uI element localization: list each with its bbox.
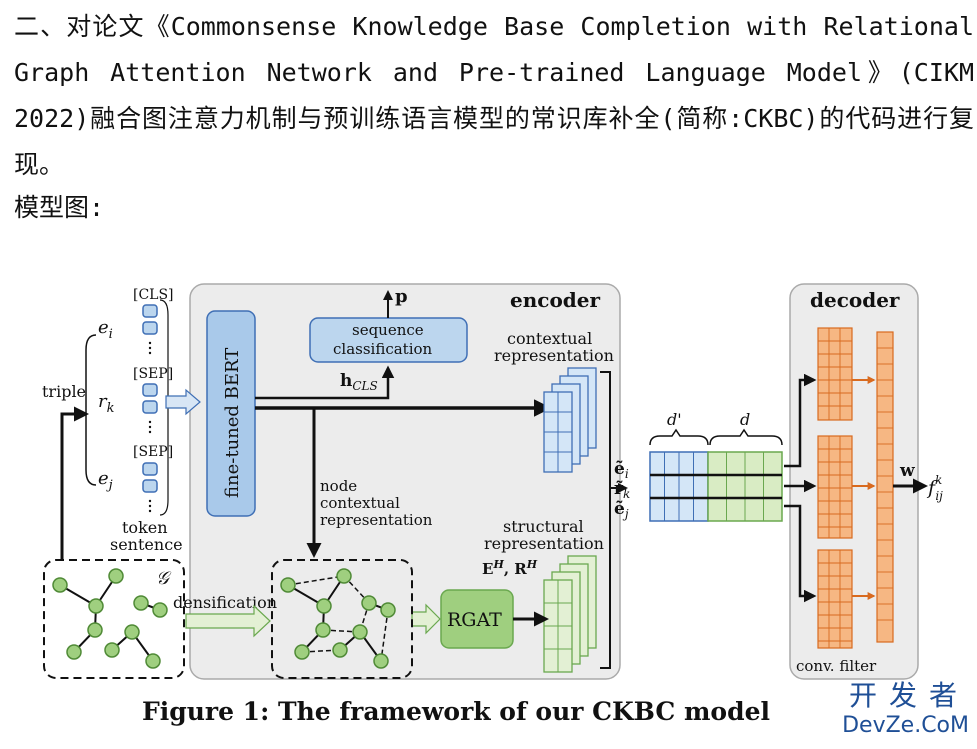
- seq-class-line1: sequence: [352, 321, 424, 339]
- watermark-en: DevZe.CoM: [842, 713, 969, 738]
- conv-filter-label: conv. filter: [796, 657, 877, 675]
- figure-label: 模型图:: [14, 193, 105, 222]
- tilde-ej: ẽj: [614, 499, 629, 521]
- d-prime-brace: [649, 428, 709, 446]
- cls-token: [CLS]: [133, 287, 174, 303]
- rk-label: rk: [98, 391, 115, 416]
- d-label: d: [740, 410, 750, 429]
- encoder-panel: [189, 283, 621, 680]
- node-line3: representation: [320, 511, 433, 529]
- intro-text: 二、对论文《Commonsense Knowledge Base Complet…: [14, 12, 974, 179]
- emb-to-dec-arrow-1: [784, 373, 817, 468]
- sep-token-1: [SEP]: [133, 366, 173, 382]
- structural-line1: structural: [503, 517, 584, 536]
- decoder-title: decoder: [810, 288, 900, 312]
- structural-line2: representation: [484, 534, 604, 553]
- conv-filter-2: [817, 435, 853, 539]
- ei-label: ei: [98, 317, 113, 342]
- token-sentence-2: sentence: [110, 535, 183, 554]
- node-line1: node: [320, 477, 357, 495]
- token-to-bert-arrow: [165, 388, 201, 416]
- graph-g-symbol: 𝒢: [156, 568, 172, 589]
- triple-brace: [85, 334, 97, 486]
- conv-filter-grid: [818, 328, 852, 648]
- encoder-title: encoder: [510, 288, 600, 312]
- tilde-ei: ẽi: [614, 459, 629, 481]
- emb-to-dec-arrow-3: [784, 504, 817, 603]
- p-label: p: [395, 286, 408, 307]
- structural-stack: [543, 555, 597, 673]
- token-sentence-1: token: [122, 518, 168, 537]
- contextual-grid: [544, 392, 572, 472]
- figure-caption: Figure 1: The framework of our CKBC mode…: [142, 697, 770, 726]
- bert-to-seq-arrow: [255, 365, 395, 400]
- tilde-rk: r̃k: [614, 479, 630, 501]
- triple-label: triple: [42, 382, 86, 401]
- token-ellipsis: [148, 341, 152, 513]
- rgat-label: RGAT: [447, 609, 502, 631]
- d-prime-label: d': [667, 410, 682, 429]
- feature-map-grid: [877, 347, 893, 621]
- intro-paragraph: 二、对论文《Commonsense Knowledge Base Complet…: [14, 4, 974, 188]
- bert-label: fine-tuned BERT: [222, 348, 243, 498]
- ej-label: ej: [98, 468, 113, 493]
- contextual-stack: [543, 367, 597, 473]
- sep-token-2: [SEP]: [133, 444, 173, 460]
- graph-dense-nodes: [280, 568, 396, 669]
- embedding-row-separators: [650, 473, 782, 500]
- triple-arrow: [60, 406, 89, 560]
- contextual-line1: contextual: [507, 329, 592, 348]
- graph-dense-box: [271, 559, 413, 679]
- node-line2: contextual: [320, 494, 400, 512]
- conv-filter-1: [817, 327, 853, 421]
- seq-class-line2: classification: [333, 340, 433, 358]
- eh-rh-label: EH, RH: [482, 558, 538, 578]
- graph-to-rgat-arrow: [411, 603, 441, 635]
- graph-g-box: [43, 559, 185, 679]
- token-boxes: [142, 304, 158, 493]
- watermark-cn: 开发者: [848, 679, 969, 712]
- bert-box: [206, 310, 256, 517]
- w-label: w: [899, 461, 915, 481]
- hcls-label: hCLS: [340, 371, 378, 393]
- contextual-line2: representation: [494, 346, 614, 365]
- conv-filter-3: [817, 549, 853, 649]
- filter-to-feature-arrows: [852, 376, 876, 600]
- densification-label: densification: [173, 593, 277, 612]
- watermark: 开发者 DevZe.CoM: [842, 680, 969, 740]
- graph-g-nodes: [52, 568, 168, 669]
- decoder-panel: [789, 283, 919, 680]
- d-brace: [709, 428, 783, 446]
- densification-arrow: [185, 604, 271, 638]
- feature-map-column: [876, 331, 894, 643]
- merge-brace: [600, 371, 611, 669]
